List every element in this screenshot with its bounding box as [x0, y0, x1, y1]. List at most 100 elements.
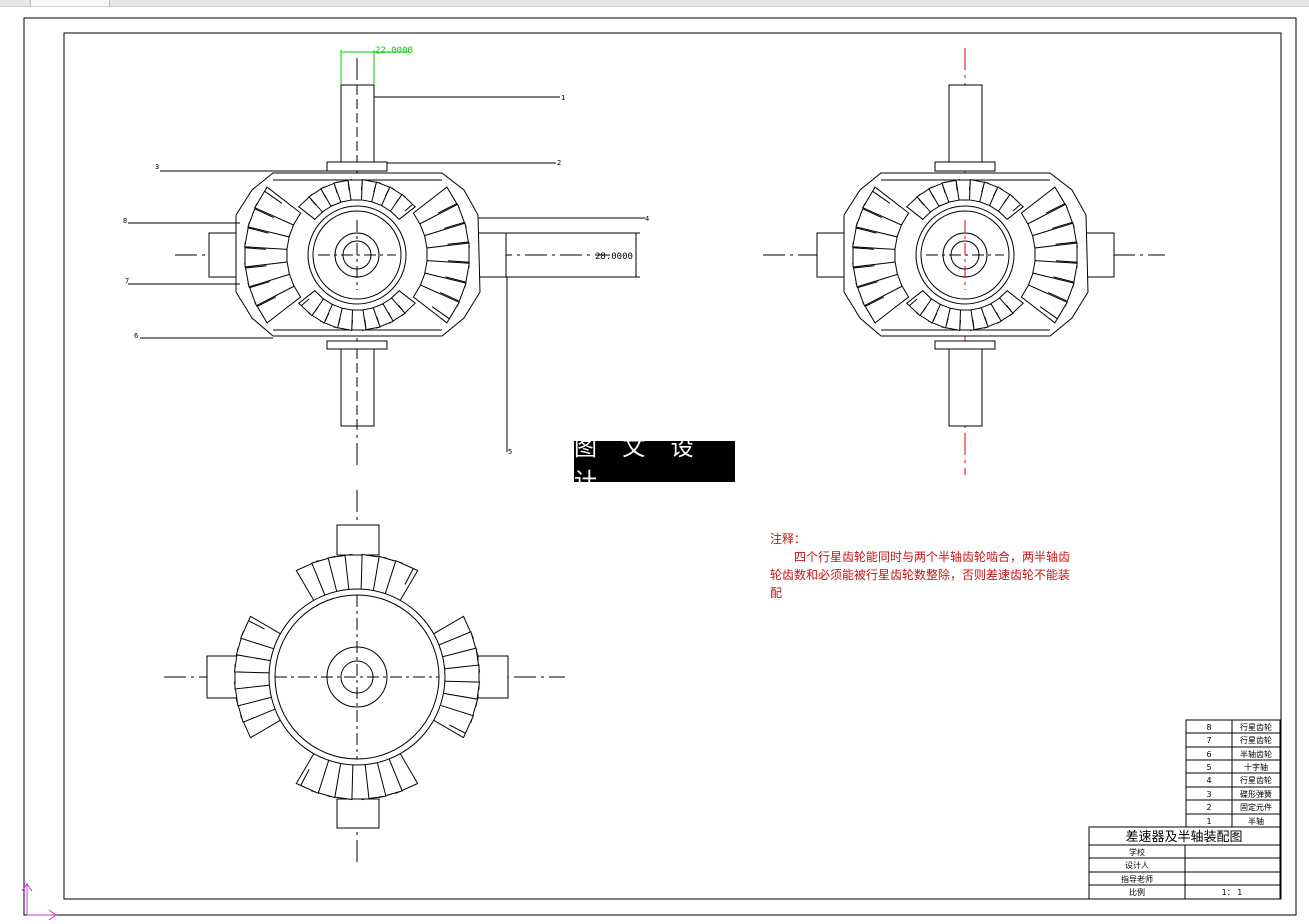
gear-tooth-edge: [1052, 221, 1073, 229]
gear-tooth-edge: [247, 227, 269, 234]
front-hub: [307, 205, 407, 305]
front-gear-teeth: [244, 178, 470, 332]
dimension-right-text: 28.0000: [595, 252, 633, 262]
gear-tooth-edge: [447, 260, 470, 263]
part-name: 半轴: [1248, 816, 1264, 826]
side-hub: [915, 205, 1015, 305]
gear-tooth: [298, 290, 325, 317]
gear-tooth-edge: [853, 265, 875, 269]
title-block-text: 差速器及半轴装配图 学校 设计人 指导老师 比例 1： 1: [1121, 830, 1243, 897]
gear-tooth-edge: [245, 265, 267, 269]
part-no: 4: [1206, 776, 1211, 785]
part-name: 行星齿轮: [1240, 775, 1272, 785]
part-no: 2: [1206, 803, 1211, 812]
gear-tooth-edge: [909, 298, 918, 306]
gear-tooth-edge: [301, 298, 310, 306]
gear-tooth-edge: [244, 247, 267, 250]
top-view: [164, 490, 565, 865]
part-no: 8: [1206, 723, 1211, 732]
parts-list-text: 8 行星齿轮 7 行星齿轮 6 半轴齿轮 5 十字轴 4 行星齿轮 3 碟形弹簧…: [1206, 722, 1272, 826]
advisor-label: 指导老师: [1121, 874, 1153, 884]
leader-label-3: 3: [155, 163, 159, 171]
gear-tooth-edge: [264, 190, 283, 204]
part-name: 行星齿轮: [1240, 722, 1272, 732]
watermark: 图 文 设 计: [574, 435, 735, 495]
part-no: 1: [1206, 817, 1211, 826]
gear-tooth-edge: [404, 204, 413, 212]
gear-tooth: [906, 290, 933, 317]
leader-label-4: 4: [645, 215, 649, 223]
drawing-title: 差速器及半轴装配图: [1125, 830, 1242, 845]
gear-tooth-edge: [855, 227, 877, 234]
gear-tooth-edge: [1012, 204, 1021, 212]
gear-tooth-edge: [1055, 260, 1078, 263]
part-name: 固定元件: [1240, 802, 1272, 812]
gear-tooth-edge: [449, 724, 466, 734]
school-label: 学校: [1129, 847, 1145, 857]
gear-tooth-edge: [439, 291, 460, 302]
notes-block: 注释： 四个行星齿轮能同时与两个半轴齿轮啮合，两半轴齿轮齿数和必须能被行星齿轮数…: [770, 530, 1080, 602]
inner-border: [63, 32, 1282, 900]
scale-label: 比例: [1129, 887, 1145, 897]
gear-tooth-edge: [437, 203, 458, 214]
gear-tooth-edge: [254, 208, 275, 219]
gear-tooth-edge: [404, 568, 414, 585]
leader-label-8: 8: [123, 217, 127, 225]
gear-tooth-edge: [431, 306, 450, 320]
gear-tooth-edge: [248, 620, 265, 630]
dimension-top-text: 22.0000: [375, 46, 413, 56]
gear-tooth-edge: [852, 247, 875, 250]
part-name: 十字轴: [1244, 762, 1268, 772]
part-no: 6: [1206, 750, 1211, 759]
gear-tooth-edge: [447, 241, 469, 245]
ucs-icon[interactable]: [21, 883, 57, 921]
gear-tooth: [997, 193, 1024, 220]
gear-tooth-edge: [872, 190, 891, 204]
part-name: 行星齿轮: [1240, 735, 1272, 745]
gear-tooth-edge: [864, 296, 885, 307]
dimension-right: [506, 232, 640, 278]
tab-bar: [0, 0, 1309, 7]
leader-label-5: 5: [508, 448, 512, 456]
gear-tooth: [1020, 284, 1068, 324]
part-no: 7: [1206, 736, 1211, 745]
side-gear-teeth: [852, 178, 1078, 332]
gear-tooth-edge: [857, 281, 878, 289]
part-no: 5: [1206, 763, 1211, 772]
gear-tooth-edge: [1039, 306, 1058, 320]
gear-tooth: [389, 193, 416, 220]
notes-body: 四个行星齿轮能同时与两个半轴齿轮啮合，两半轴齿轮齿数和必须能被行星齿轮数整除，否…: [770, 550, 1071, 600]
leader-lines: [128, 96, 645, 452]
leader-label-1: 1: [561, 94, 565, 102]
dimension-top: [340, 50, 410, 85]
gear-tooth-edge: [1055, 241, 1077, 245]
gear-tooth: [254, 186, 302, 226]
gear-tooth-edge: [256, 296, 277, 307]
leader-label-6: 6: [134, 332, 138, 340]
designer-label: 设计人: [1125, 860, 1149, 870]
gear-tooth-edge: [1047, 291, 1068, 302]
scale-value: 1： 1: [1222, 888, 1243, 897]
gear-tooth-edge: [862, 208, 883, 219]
gear-tooth-edge: [249, 281, 270, 289]
top-view-hub: [268, 588, 446, 766]
notes-title: 注释：: [770, 532, 807, 546]
part-name: 半轴齿轮: [1240, 749, 1272, 759]
gear-tooth-edge: [1045, 203, 1066, 214]
title-block: [1088, 826, 1281, 900]
part-no: 3: [1206, 790, 1211, 799]
outer-border: [23, 17, 1297, 916]
gear-tooth-edge: [444, 221, 465, 229]
gear-tooth: [862, 186, 910, 226]
leader-label-2: 2: [557, 159, 561, 167]
drawing-tab[interactable]: [30, 0, 110, 6]
leader-labels: 1 2 3 4 5 6 7 8: [123, 94, 649, 456]
gear-tooth-edge: [1053, 276, 1075, 283]
gear-tooth-edge: [300, 769, 310, 786]
parts-list-table: [1185, 719, 1281, 828]
top-view-gear-teeth: [233, 553, 481, 801]
gear-tooth: [412, 284, 460, 324]
gear-tooth-edge: [445, 276, 467, 283]
leader-label-7: 7: [125, 277, 129, 285]
